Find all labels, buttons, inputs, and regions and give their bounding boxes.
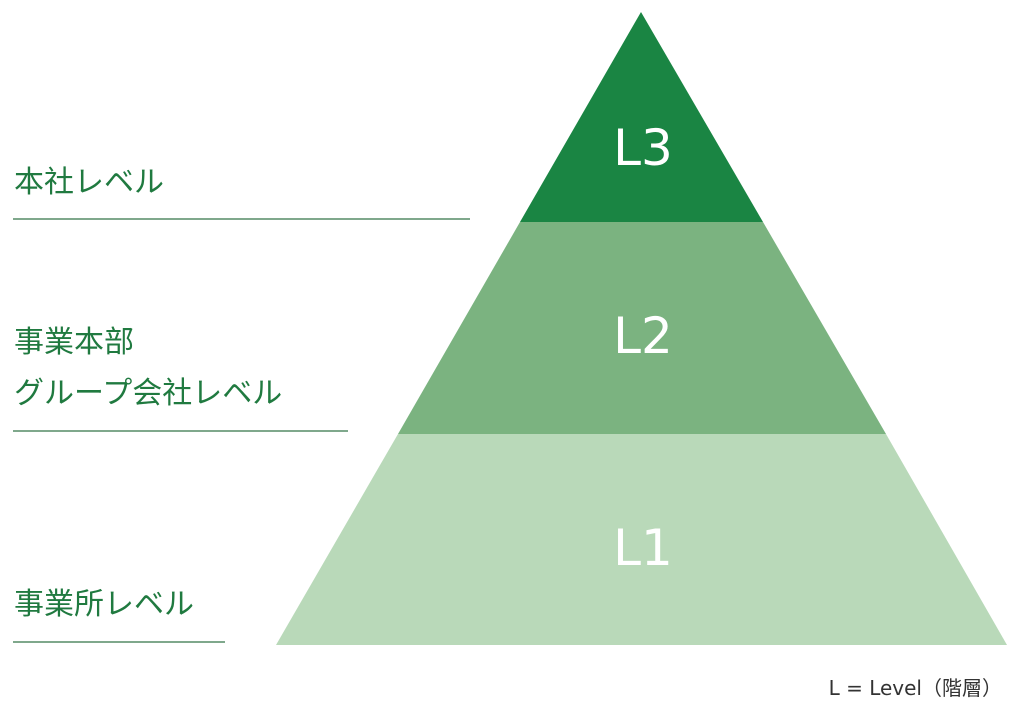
divider-l2 bbox=[13, 430, 348, 432]
pyramid-tier-l2 bbox=[398, 222, 886, 434]
divider-l3 bbox=[13, 218, 470, 220]
divider-l1 bbox=[13, 641, 225, 643]
side-label-l3: 本社レベル bbox=[14, 165, 164, 200]
legend-note: L = Level（階層） bbox=[828, 676, 1002, 700]
side-label-l1: 事業所レベル bbox=[14, 587, 194, 622]
side-label-l2-line2: グループ会社レベル bbox=[14, 376, 283, 411]
pyramid-tier-l3 bbox=[520, 12, 763, 222]
tier-label-l2: L2 bbox=[613, 307, 673, 365]
pyramid-tier-l1 bbox=[276, 434, 1007, 645]
tier-label-l3: L3 bbox=[613, 119, 673, 177]
tier-label-l1: L1 bbox=[613, 519, 673, 577]
side-label-l2-line1: 事業本部 bbox=[14, 325, 134, 360]
